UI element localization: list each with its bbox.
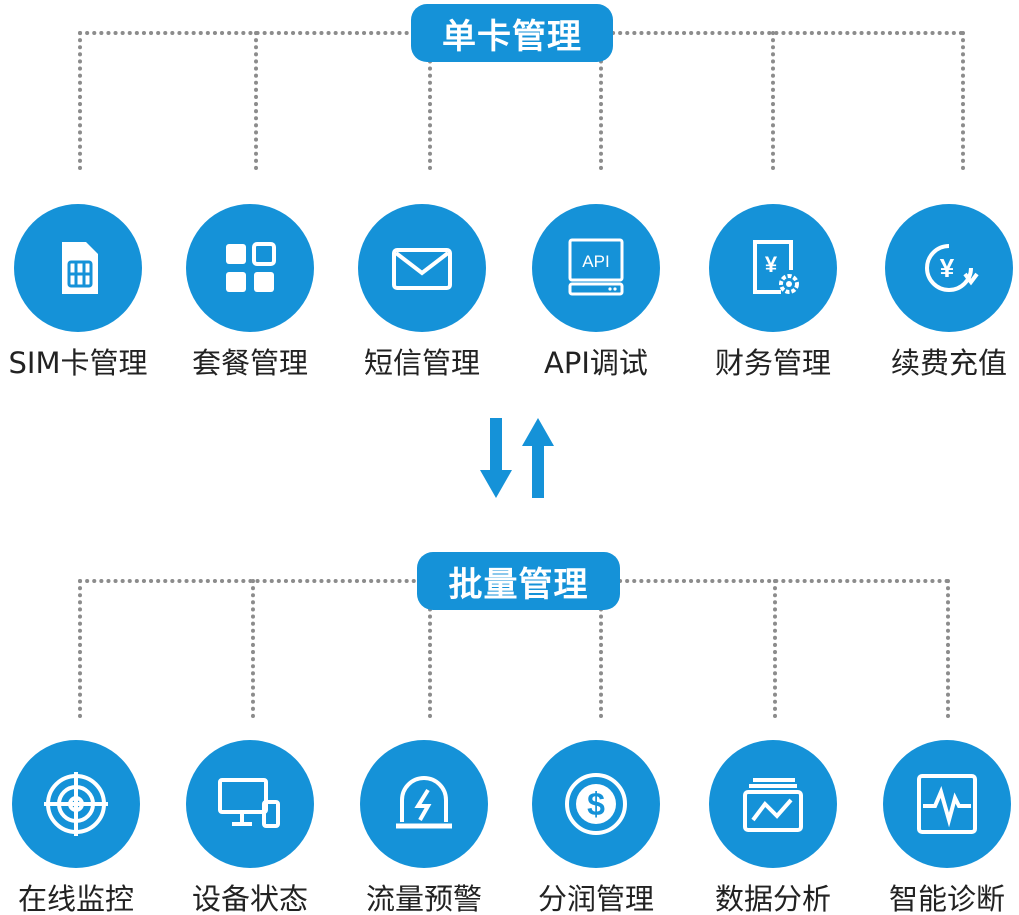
node-label: SIM卡管理: [8, 346, 148, 380]
svg-text:$: $: [587, 786, 605, 822]
yen-recharge-icon: ¥: [925, 244, 979, 292]
node-smart-diagnosis[interactable]: 智能诊断: [872, 740, 1019, 915]
swap-vertical-arrows-icon: [480, 418, 554, 498]
node-circle: [883, 740, 1011, 868]
node-label: 财务管理: [714, 346, 831, 380]
node-circle: [186, 204, 314, 332]
pulse-monitor-icon: [917, 774, 977, 834]
node-traffic-alert[interactable]: 流量预警: [349, 740, 499, 915]
node-label: 短信管理: [363, 346, 480, 380]
grid-apps-icon: [226, 242, 276, 292]
node-label: 在线监控: [17, 882, 134, 915]
node-circle: ¥: [885, 204, 1013, 332]
node-label: 流量预警: [365, 882, 482, 915]
monitor-phone-icon: [218, 778, 280, 828]
node-circle: API: [532, 204, 660, 332]
node-label: 套餐管理: [191, 346, 308, 380]
node-label: API调试: [544, 346, 648, 380]
envelope-icon: [392, 248, 452, 290]
node-circle: [709, 740, 837, 868]
node-sim-card-management[interactable]: SIM卡管理: [3, 204, 153, 380]
node-api-debugging[interactable]: API API调试: [521, 204, 671, 380]
svg-text:¥: ¥: [940, 253, 955, 283]
node-circle: [358, 204, 486, 332]
node-circle: [14, 204, 142, 332]
node-circle: $: [532, 740, 660, 868]
node-label: 数据分析: [714, 882, 831, 915]
section-title-batch: 批量管理: [417, 552, 620, 610]
node-data-analysis[interactable]: 数据分析: [698, 740, 848, 915]
node-profit-sharing[interactable]: $ 分润管理: [521, 740, 671, 915]
node-sms-management[interactable]: 短信管理: [347, 204, 497, 380]
node-circle: [12, 740, 140, 868]
node-circle: ¥: [709, 204, 837, 332]
line-chart-icon: [743, 778, 803, 832]
node-circle: [186, 740, 314, 868]
node-package-management[interactable]: 套餐管理: [175, 204, 325, 380]
sim-card-icon: [62, 242, 98, 294]
node-finance-management[interactable]: ¥ 财务管理: [698, 204, 848, 380]
finance-document-icon: ¥: [753, 240, 799, 294]
node-label: 智能诊断: [888, 882, 1005, 915]
radar-target-icon: [44, 772, 108, 836]
node-online-monitoring[interactable]: 在线监控: [1, 740, 151, 915]
svg-text:¥: ¥: [765, 252, 778, 277]
node-circle: [360, 740, 488, 868]
node-renewal-recharge[interactable]: ¥ 续费充值: [874, 204, 1019, 380]
dollar-coin-icon: $: [565, 773, 627, 835]
node-device-status[interactable]: 设备状态: [175, 740, 325, 915]
alarm-light-icon: [396, 776, 452, 829]
node-label: 分润管理: [537, 882, 654, 915]
section-title-single-card: 单卡管理: [411, 4, 613, 62]
node-label: 设备状态: [191, 882, 308, 915]
node-label: 续费充值: [890, 346, 1007, 380]
svg-text:API: API: [582, 252, 609, 271]
api-terminal-icon: API: [568, 238, 624, 296]
